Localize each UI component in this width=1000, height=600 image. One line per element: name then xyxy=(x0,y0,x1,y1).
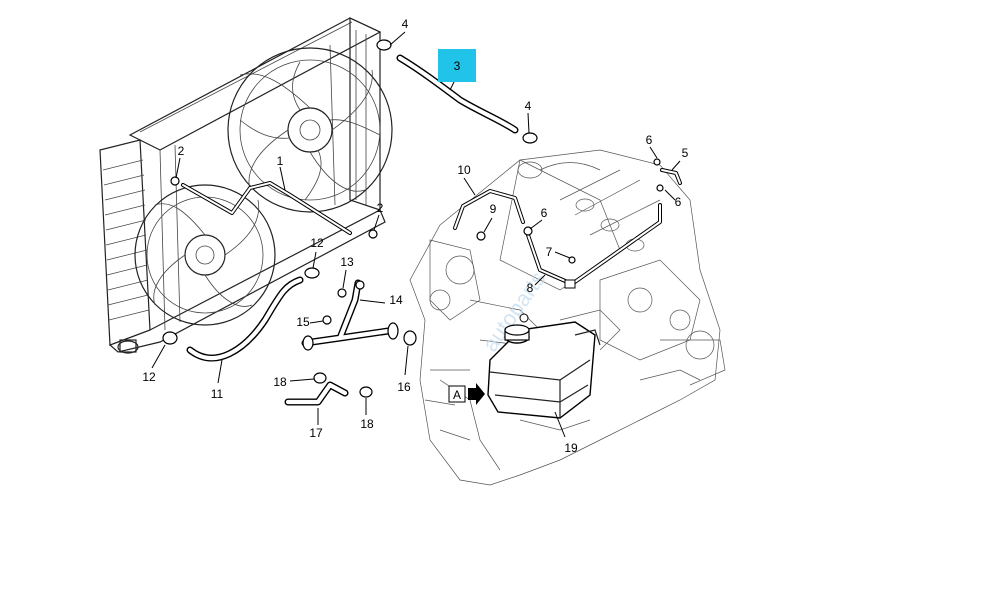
clamp-2-left xyxy=(170,176,180,186)
hose-clamps xyxy=(162,39,664,398)
callout-18-left: 18 xyxy=(273,375,287,389)
callout-2-right: 2 xyxy=(377,201,384,215)
clamp-4-upper xyxy=(376,39,392,51)
bolt-15 xyxy=(322,315,332,325)
callout-4-lower: 4 xyxy=(525,99,532,113)
view-marker-label: A xyxy=(453,388,461,402)
clamp-7 xyxy=(568,256,576,264)
clamp-2-right xyxy=(368,229,378,239)
lower-radiator-hose xyxy=(186,276,304,362)
callout-19: 19 xyxy=(564,441,578,455)
callout-9: 9 xyxy=(490,202,497,216)
heater-hose xyxy=(453,189,525,230)
callout-2-left: 2 xyxy=(178,144,185,158)
clamp-12-upper xyxy=(304,267,320,279)
bolt-13 xyxy=(337,288,347,298)
clamp-12-lower xyxy=(162,331,178,345)
o-ring-16 xyxy=(403,330,417,346)
callout-7: 7 xyxy=(546,245,553,259)
upper-fan xyxy=(227,47,393,213)
expansion-tank xyxy=(487,313,601,419)
callout-6-center: 6 xyxy=(541,206,548,220)
radiator-bypass-hose xyxy=(181,181,352,235)
clamp-18-left xyxy=(313,372,327,384)
highlight-box xyxy=(438,49,476,82)
callout-1: 1 xyxy=(277,154,284,168)
callout-5: 5 xyxy=(682,146,689,160)
short-bent-hose xyxy=(660,168,682,185)
callout-6-top: 6 xyxy=(646,133,653,147)
callout-15: 15 xyxy=(296,315,310,329)
engine-assembly xyxy=(409,149,726,486)
clamp-6-top xyxy=(653,158,661,166)
coolant-pipe xyxy=(526,203,662,289)
callout-17: 17 xyxy=(309,426,323,440)
callout-labels: 1 2 2 3 4 4 5 6 6 6 7 8 9 10 11 12 12 13… xyxy=(142,17,688,455)
callout-4-upper: 4 xyxy=(402,17,409,31)
callout-11: 11 xyxy=(211,387,224,401)
lower-fan xyxy=(134,184,276,326)
callout-13: 13 xyxy=(340,255,354,269)
callout-14: 14 xyxy=(389,293,403,307)
clamp-6-side xyxy=(656,184,664,192)
clamp-9 xyxy=(476,231,486,241)
view-marker: A xyxy=(448,383,485,405)
clamp-4-lower xyxy=(522,132,538,144)
callout-8: 8 xyxy=(527,281,534,295)
callout-10: 10 xyxy=(457,163,471,177)
outlet-pipe xyxy=(301,279,399,351)
upper-radiator-hose xyxy=(396,54,519,134)
callout-16: 16 xyxy=(397,380,411,394)
callout-12-upper: 12 xyxy=(310,236,324,250)
callout-12-lower: 12 xyxy=(142,370,156,384)
small-hose xyxy=(284,381,349,406)
callout-18-right: 18 xyxy=(360,417,374,431)
radiator-assembly xyxy=(99,17,393,354)
leader-lines xyxy=(151,31,681,438)
clamp-18-right xyxy=(359,386,373,398)
callout-3: 3 xyxy=(454,59,461,73)
callout-6-side: 6 xyxy=(675,195,682,209)
